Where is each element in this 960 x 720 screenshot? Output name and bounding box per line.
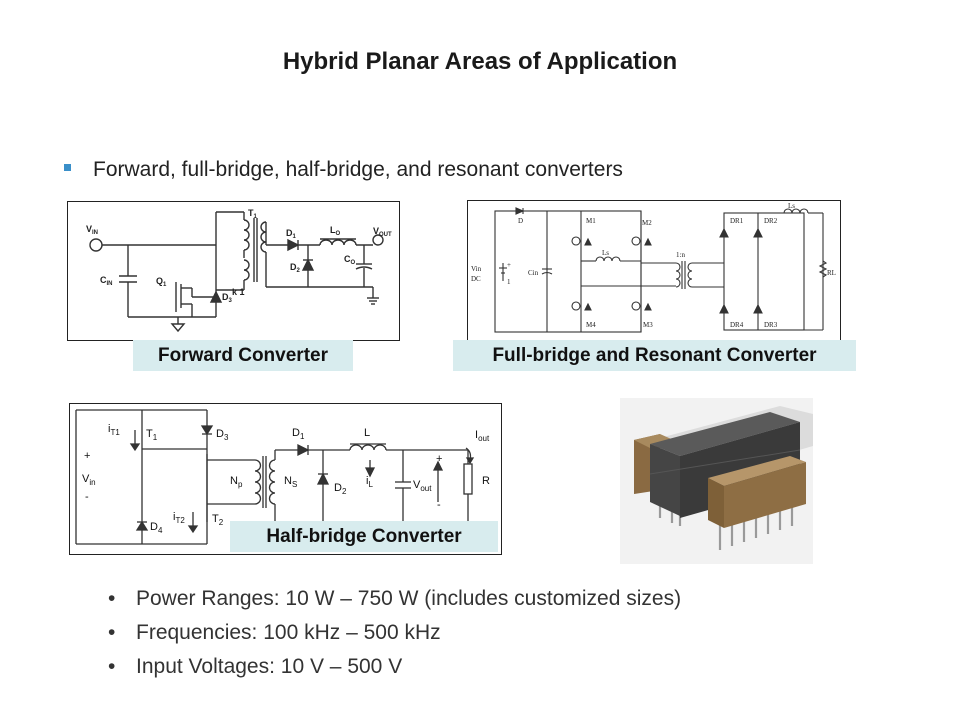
hb-d3-label: D3 xyxy=(216,428,229,442)
fb-plus-label: + xyxy=(507,261,511,269)
fwd-vin-label: VIN xyxy=(86,224,98,236)
fb-vin-label: Vin xyxy=(471,265,482,273)
spec-input-voltages-text: Input Voltages: 10 V – 500 V xyxy=(136,655,403,678)
hb-vout-minus: - xyxy=(437,499,441,511)
hb-l-label: L xyxy=(364,427,370,439)
spec-power-range-text: Power Ranges: 10 W – 750 W (includes cus… xyxy=(136,587,682,610)
forward-converter-panel: VIN T1 D1 LO VOUT D2 CO CIN Q1 D3 k 1 xyxy=(67,201,400,341)
fwd-t1-label: T1 xyxy=(248,208,258,220)
fb-dr3-label: DR3 xyxy=(764,321,778,329)
fullbridge-converter-schematic: D M1 M2 M3 M4 Ls Ls 1:n DR1 DR2 DR3 DR4 … xyxy=(471,202,836,333)
dot-bullet-icon: • xyxy=(108,621,116,644)
fb-dr4-label: DR4 xyxy=(730,321,744,329)
fb-one-label: 1 xyxy=(507,278,511,286)
hb-it1-label: iT1 xyxy=(108,423,120,437)
fb-d-label: D xyxy=(518,217,523,225)
forward-converter-caption: Forward Converter xyxy=(133,340,353,371)
hb-t1-label: T1 xyxy=(146,428,158,442)
planar-transformer-image xyxy=(620,398,813,564)
fb-dr1-label: DR1 xyxy=(730,217,744,225)
fb-m4-label: M4 xyxy=(586,321,596,329)
fwd-cin-label: CIN xyxy=(100,275,113,287)
hb-d1-label: D1 xyxy=(292,427,305,441)
hb-r-label: R xyxy=(482,475,490,487)
fwd-k1-label: k 1 xyxy=(232,287,245,297)
hb-vout-label: Vout xyxy=(413,479,432,493)
fb-ls2-label: Ls xyxy=(788,202,795,210)
fwd-d1-label: D1 xyxy=(286,228,297,240)
dot-bullet-icon: • xyxy=(108,655,116,678)
forward-converter-schematic: VIN T1 D1 LO VOUT D2 CO CIN Q1 D3 k 1 xyxy=(86,208,392,333)
spec-frequencies-text: Frequencies: 100 kHz – 500 kHz xyxy=(136,621,441,644)
fb-rl-label: RL xyxy=(827,269,836,277)
fullbridge-converter-panel: D M1 M2 M3 M4 Ls Ls 1:n DR1 DR2 DR3 DR4 … xyxy=(467,200,841,341)
fb-m1-label: M1 xyxy=(586,217,596,225)
specs-list: • Power Ranges: 10 W – 750 W (includes cu… xyxy=(108,584,681,686)
fb-ls1-label: Ls xyxy=(602,249,609,257)
hb-iout-label: Iout xyxy=(475,429,490,443)
hb-t2-label: T2 xyxy=(212,513,224,527)
hb-d4-label: D4 xyxy=(150,521,163,535)
fb-m2-label: M2 xyxy=(642,219,652,227)
spec-input-voltages: • Input Voltages: 10 V – 500 V xyxy=(108,652,681,686)
fb-dr2-label: DR2 xyxy=(764,217,778,225)
fwd-q1-label: Q1 xyxy=(156,276,167,288)
fwd-co-label: CO xyxy=(344,254,356,266)
fb-m3-label: M3 xyxy=(643,321,653,329)
square-bullet-icon xyxy=(64,163,71,171)
main-bullet-text: Forward, full-bridge, half-bridge, and r… xyxy=(93,158,623,181)
fwd-lo-label: LO xyxy=(330,225,341,237)
hb-it2-label: iT2 xyxy=(173,511,185,525)
fwd-d2-label: D2 xyxy=(290,262,301,274)
spec-power-range: • Power Ranges: 10 W – 750 W (includes cu… xyxy=(108,584,681,618)
fb-cin-label: Cin xyxy=(528,269,539,277)
hb-vout-plus: + xyxy=(436,453,442,465)
hb-vin-minus: - xyxy=(85,491,89,503)
hb-vin-plus: + xyxy=(84,450,90,462)
fullbridge-converter-caption: Full-bridge and Resonant Converter xyxy=(453,340,856,371)
fwd-d3-label: D3 xyxy=(222,292,233,304)
halfbridge-converter-caption: Half-bridge Converter xyxy=(230,521,498,552)
hb-il-label: iL xyxy=(366,475,373,489)
fb-dc-label: DC xyxy=(471,275,481,283)
planar-transformer-render xyxy=(634,406,813,550)
halfbridge-converter-schematic: iT1 T1 D3 D1 L Iout Vin Np NS iL D2 Vout… xyxy=(75,409,490,545)
hb-vin-label: Vin xyxy=(82,473,96,487)
slide-title: Hybrid Planar Areas of Application xyxy=(282,48,678,75)
fb-ratio-label: 1:n xyxy=(676,251,685,259)
fwd-vout-label: VOUT xyxy=(373,226,392,238)
dot-bullet-icon: • xyxy=(108,587,116,610)
hb-d2-label: D2 xyxy=(334,482,347,496)
hb-np-label: Np xyxy=(230,475,243,489)
main-bullet: Forward, full-bridge, half-bridge, and r… xyxy=(64,158,623,182)
spec-frequencies: • Frequencies: 100 kHz – 500 kHz xyxy=(108,618,681,652)
hb-ns-label: NS xyxy=(284,475,297,489)
